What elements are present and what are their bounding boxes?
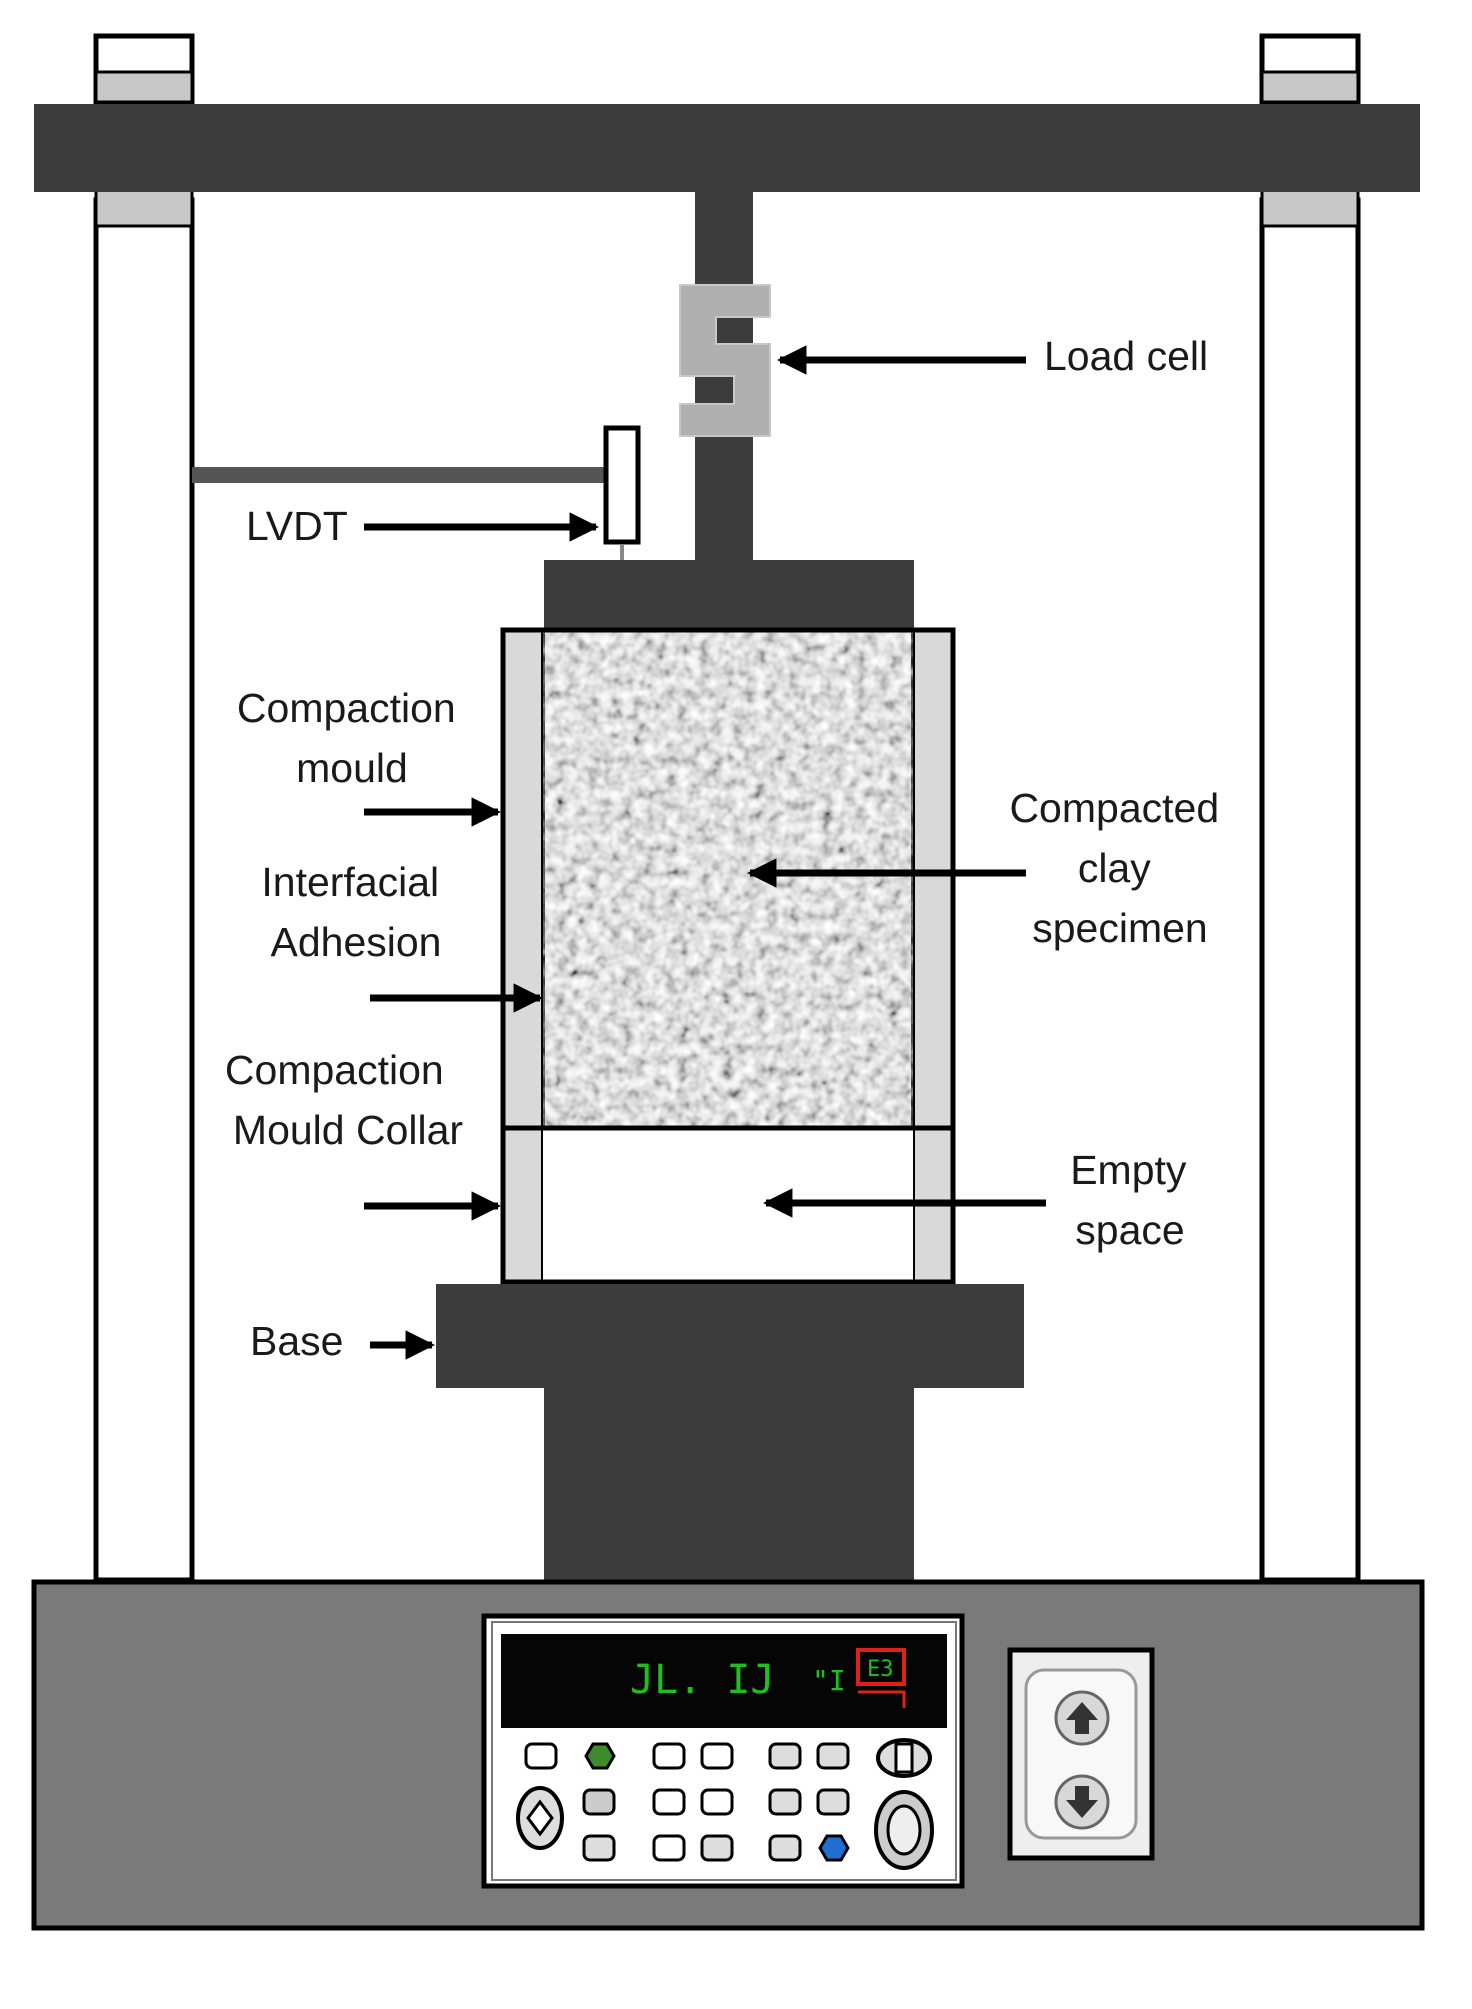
left-knob[interactable] xyxy=(516,1786,564,1850)
display-badge xyxy=(856,1648,906,1686)
mode-knob[interactable] xyxy=(876,1738,932,1778)
arrow-up-icon xyxy=(1066,1702,1098,1734)
keypad-key[interactable] xyxy=(584,1742,616,1770)
keypad-key[interactable] xyxy=(768,1742,802,1770)
display-unit: "I xyxy=(812,1664,846,1697)
label-lvdt: LVDT xyxy=(246,503,348,549)
keypad-key[interactable] xyxy=(700,1788,734,1816)
keypad-key[interactable] xyxy=(816,1788,850,1816)
right-knob[interactable] xyxy=(874,1790,934,1870)
keypad-key[interactable] xyxy=(652,1742,686,1770)
lvdt-bracket xyxy=(192,467,612,483)
left-column xyxy=(93,33,195,1583)
keypad-key[interactable] xyxy=(816,1742,850,1770)
load-cell-icon xyxy=(679,284,771,437)
ram xyxy=(544,1388,914,1584)
label-empty-space: Empty space xyxy=(1070,1147,1198,1253)
control-panel: JL. IJ "I E3 xyxy=(481,1613,965,1889)
keypad-key[interactable] xyxy=(768,1834,802,1862)
display-badge-tab xyxy=(858,1690,906,1708)
label-load-cell: Load cell xyxy=(1044,333,1208,379)
label-compacted-clay-specimen: Compacted clay specimen xyxy=(1009,785,1230,951)
down-button[interactable] xyxy=(1054,1774,1110,1830)
lvdt-body xyxy=(603,425,641,545)
display-reading: JL. IJ xyxy=(630,1657,775,1703)
keypad-key[interactable] xyxy=(700,1742,734,1770)
mould-outline xyxy=(500,627,956,1285)
arrow-down-icon xyxy=(1066,1786,1098,1818)
label-compaction-mould-collar: Compaction Mould Collar xyxy=(225,1047,463,1153)
base-plate xyxy=(436,1284,1024,1388)
loading-platen xyxy=(544,560,914,630)
annotation-arrows xyxy=(364,345,1046,1360)
keypad-key[interactable] xyxy=(652,1788,686,1816)
display-badge-text: E3 xyxy=(867,1657,894,1682)
keypad xyxy=(524,1742,850,1862)
right-column xyxy=(1259,33,1361,1583)
keypad-key[interactable] xyxy=(700,1834,734,1862)
crosshead-beam xyxy=(34,104,1420,192)
label-interfacial-adhesion: Interfacial Adhesion xyxy=(261,859,450,965)
keypad-key[interactable] xyxy=(818,1834,850,1862)
compacted-clay-specimen xyxy=(543,632,913,1126)
label-base: Base xyxy=(250,1318,343,1364)
keypad-key[interactable] xyxy=(582,1788,616,1816)
keypad-key[interactable] xyxy=(768,1788,802,1816)
label-compaction-mould: Compaction mould xyxy=(237,685,467,791)
up-button[interactable] xyxy=(1054,1690,1110,1746)
keypad-key[interactable] xyxy=(582,1834,616,1862)
keypad-key[interactable] xyxy=(524,1742,558,1770)
keypad-key[interactable] xyxy=(652,1834,686,1862)
jog-switch xyxy=(1007,1647,1155,1861)
